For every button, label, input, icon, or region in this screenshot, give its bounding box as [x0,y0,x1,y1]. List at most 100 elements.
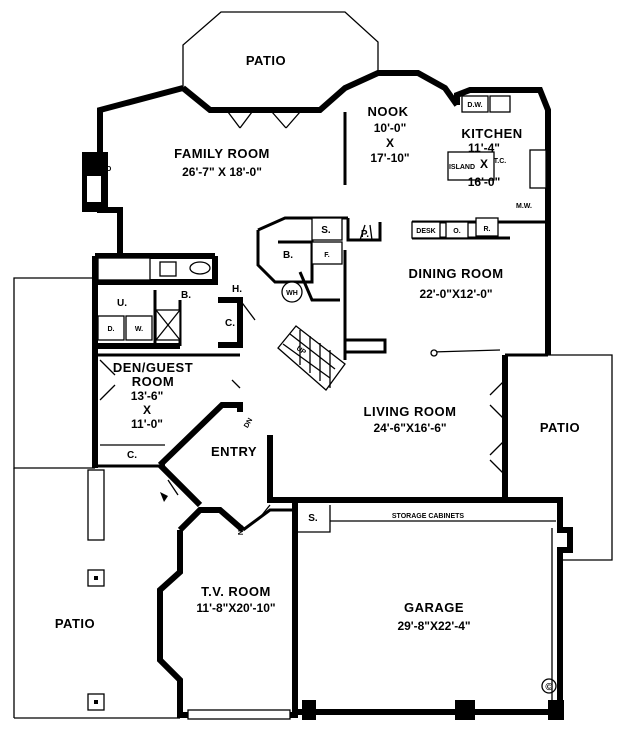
label-down-tv: DN [236,525,243,535]
wall-entry-right [267,435,295,503]
label-patio-top: PATIO [246,53,286,68]
label-nook-w: 10'-0" [374,121,407,135]
door-den [99,359,116,401]
label-island: ISLAND [449,164,475,171]
label-kitchen: KITCHEN [461,126,522,141]
label-closet-den: C. [127,450,137,461]
label-den-w: 13'-6" [131,389,164,403]
label-range: R. [484,226,491,233]
wall-entry-lower [157,462,203,508]
label-family-dims: 26'-7" X 18'-0" [182,165,262,179]
label-utility: U. [117,298,127,309]
storage-s1 [311,217,343,241]
label-storage-s2: S. [308,513,318,524]
label-washer: W. [135,326,143,333]
tv-window [187,709,291,720]
garage-column-1 [302,700,316,720]
label-entry: ENTRY [211,444,257,459]
label-bath-lower: B. [181,290,191,301]
label-oven: O. [453,228,460,235]
label-patio-right: PATIO [540,420,580,435]
label-up: UP [295,345,307,357]
garage-column-3 [548,700,564,720]
patio-top-outline [182,11,379,88]
dishwasher [461,95,489,113]
label-pantry: P. [361,229,369,240]
wall-tv-entry [242,508,295,532]
label-storage-cabinets: STORAGE CABINETS [392,513,465,520]
wall-util-row [95,256,218,285]
dining-light-bar [431,349,501,353]
label-dining-room: DINING ROOM [408,266,503,281]
label-mw: M.W. [516,203,532,210]
label-tc: T.C. [494,158,507,165]
wall-hall-closet [218,297,243,348]
label-kitchen-x: X [480,157,488,171]
wall-family-left [97,85,184,150]
dining-light [430,349,438,357]
label-patio-left: PATIO [55,616,95,631]
patio-right-outline [505,354,613,561]
copyright-ring [541,678,557,694]
door-family-patio-2 [271,111,301,129]
entry-arrow [160,492,168,502]
patio-post-2-inner [94,700,98,704]
label-down-entry: DN [243,417,254,429]
garage-storage-closet [295,505,331,533]
label-living-room: LIVING ROOM [364,404,457,419]
label-nook: NOOK [368,104,409,119]
wall-tv-left [157,530,183,718]
wall-kitchen-bay [454,87,551,230]
label-nook-x: X [386,136,394,150]
label-water-heater: WH [286,290,298,297]
label-garage-dims: 29'-8"X22'-4" [397,619,470,633]
label-wood: WOOD [89,166,112,173]
wall-tv-top [177,507,245,533]
toilet-base [159,261,177,277]
label-copyright: © [545,682,553,693]
label-bath-upper: B. [283,250,293,261]
label-kitchen-w: 11'-4" [468,141,500,155]
label-dining-dims: 22'-0"X12'-0" [419,287,492,301]
patio-left-outline [13,277,95,469]
wall-garage [295,497,573,715]
label-dryer: D. [108,326,115,333]
door-entry [167,479,179,496]
tub [97,257,151,281]
kitchen-island [447,151,495,181]
door-hall [239,299,256,321]
label-den-line2: ROOM [132,374,174,389]
door-pantry [359,224,373,241]
label-kitchen-d: 16'-0" [468,175,501,189]
sink [489,95,511,113]
door-tv [257,504,271,521]
staircase [277,325,387,391]
desk [411,221,441,239]
label-closet-hall: C. [225,318,235,329]
label-den-d: 11'-0" [131,417,163,431]
wall-stair-core [298,271,340,302]
wall-family-right [181,70,460,113]
label-nook-d: 17'-10" [370,151,409,165]
door-living-patio [489,379,506,476]
label-family-room: FAMILY ROOM [174,146,270,161]
furnace [311,241,343,265]
label-tv-dims: 11'-8"X20'-10" [196,601,275,615]
washer [125,315,153,341]
label-dw: D.W. [467,102,482,109]
label-furnace: F. [324,252,330,259]
label-den-x: X [143,403,151,417]
oven [445,221,469,239]
label-living-dims: 24'-6"X16'-6" [373,421,446,435]
patio-post-1-inner [94,576,98,580]
label-desk: DESK [416,228,435,235]
dryer [97,315,125,341]
bath-sink [189,261,211,275]
wall-entry-left [157,402,243,468]
entry-tick [231,379,241,389]
label-hall: H. [232,284,242,295]
garage-column-2 [455,700,475,720]
label-tv-room: T.V. ROOM [201,584,271,599]
fireplace-hearth [87,176,101,202]
cooktop [529,149,547,189]
